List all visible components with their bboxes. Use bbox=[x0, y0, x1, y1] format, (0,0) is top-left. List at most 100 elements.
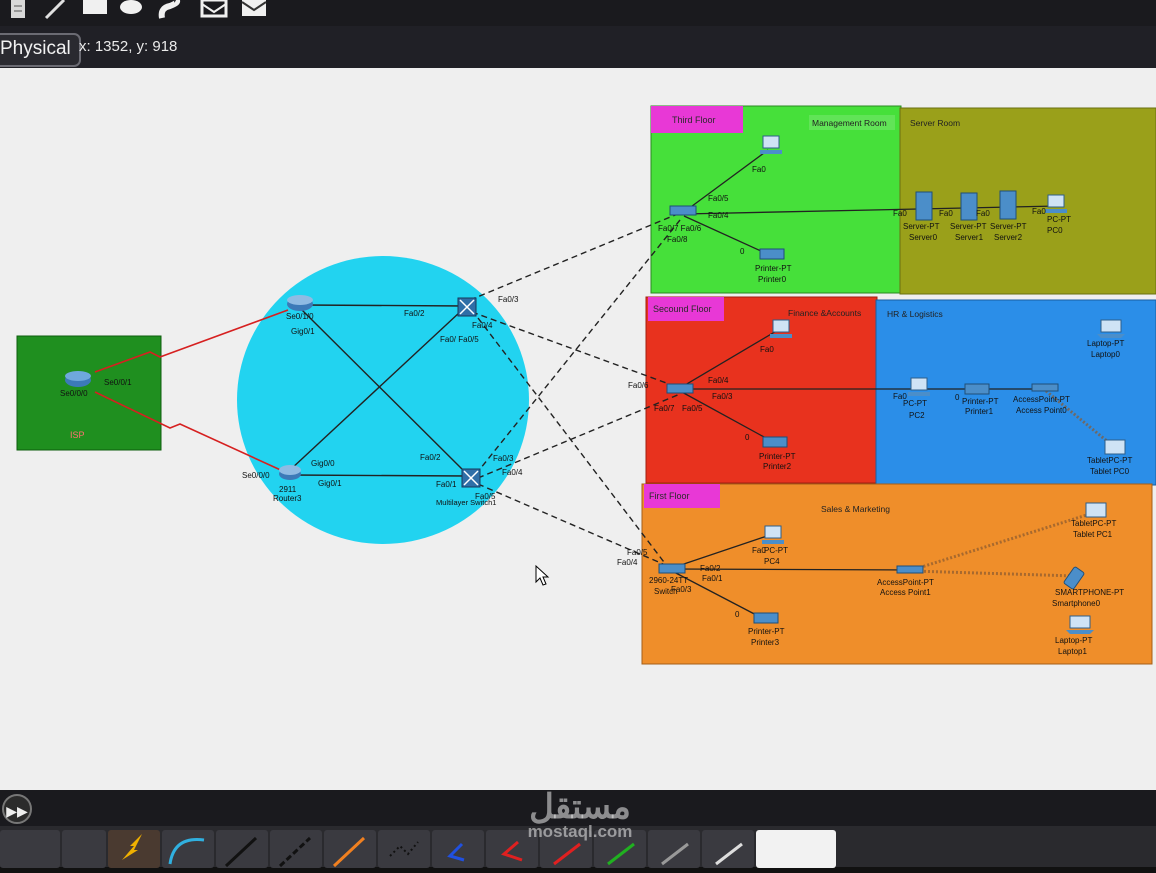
pc0-name-label: PC0 bbox=[1047, 226, 1063, 235]
port-label: 0 bbox=[955, 393, 960, 402]
printer1-name-label: Printer1 bbox=[965, 407, 994, 416]
port-label: Gig0/1 bbox=[318, 479, 342, 488]
port-label: Fa0/7 bbox=[654, 404, 675, 413]
hr-logistics-label: HR & Logistics bbox=[887, 309, 943, 319]
network-devices-category-icon[interactable] bbox=[62, 830, 106, 868]
pc3-icon[interactable] bbox=[770, 319, 792, 338]
cursor-coordinates: x: 1352, y: 918 bbox=[79, 38, 178, 55]
printer1-icon[interactable] bbox=[964, 383, 990, 395]
device-list-panel[interactable] bbox=[756, 830, 836, 868]
switch-first-floor-model: 2960-24TT bbox=[649, 576, 688, 585]
playback-bar: ▶▶ bbox=[0, 790, 1156, 826]
physical-mode-tab[interactable]: Physical bbox=[0, 33, 81, 67]
phone-cable-icon[interactable] bbox=[378, 830, 430, 868]
serial-dce-cable-icon[interactable] bbox=[432, 830, 484, 868]
switch-third-floor-icon[interactable] bbox=[669, 205, 697, 216]
switch-second-floor-icon[interactable] bbox=[666, 383, 694, 394]
pdu-icon[interactable] bbox=[240, 0, 268, 20]
printer3-icon[interactable] bbox=[753, 612, 779, 624]
router3-icon[interactable] bbox=[279, 465, 301, 480]
server2-model-label: Server-PT bbox=[990, 222, 1027, 231]
server0-icon[interactable] bbox=[915, 191, 933, 221]
router4-icon[interactable] bbox=[287, 295, 313, 311]
smartphone-name-label: Smartphone0 bbox=[1052, 599, 1101, 608]
rectangle-icon[interactable] bbox=[82, 0, 108, 20]
pc4-model-label: PC-PT bbox=[764, 546, 788, 555]
fast-forward-icon[interactable]: ▶▶ bbox=[2, 794, 32, 824]
second-floor-tag bbox=[648, 297, 724, 321]
pc2-model-label: PC-PT bbox=[903, 399, 927, 408]
port-label: Fa0/3 bbox=[671, 585, 692, 594]
isp-router-icon[interactable] bbox=[65, 371, 91, 387]
coaxial-cable-icon[interactable] bbox=[702, 830, 754, 868]
port-label: Fa0 bbox=[893, 209, 907, 218]
laptop1-icon[interactable] bbox=[1066, 615, 1094, 634]
watermark-arabic: مستقل bbox=[529, 788, 631, 826]
server2-name-label: Server2 bbox=[994, 233, 1023, 242]
auto-connection-icon[interactable] bbox=[108, 830, 160, 868]
workspace-canvas[interactable]: Third Floor Secound Floor First Floor Ma… bbox=[0, 68, 1156, 790]
note-icon[interactable] bbox=[8, 0, 28, 20]
port-label: Fa0/5 bbox=[475, 492, 496, 501]
octal-cable-icon[interactable] bbox=[540, 830, 592, 868]
management-room-label: Management Room bbox=[812, 118, 887, 128]
pc4-name-label: PC4 bbox=[764, 557, 780, 566]
printer0-model-label: Printer-PT bbox=[755, 264, 792, 273]
access-point1-icon[interactable] bbox=[896, 565, 924, 574]
mode-bar bbox=[0, 26, 1156, 68]
access-links bbox=[671, 149, 1059, 619]
server1-name-label: Server1 bbox=[955, 233, 984, 242]
pc2-name-label: PC2 bbox=[909, 411, 925, 420]
third-floor-tag bbox=[651, 106, 743, 133]
printer0-icon[interactable] bbox=[759, 248, 785, 260]
iot-cable-icon[interactable] bbox=[594, 830, 646, 868]
server1-icon[interactable] bbox=[960, 192, 978, 221]
port-label: Fa0/3 bbox=[493, 454, 514, 463]
switch-first-floor-name: Switch bbox=[654, 587, 678, 596]
server-room-label: Server Room bbox=[910, 118, 960, 128]
printer2-model-label: Printer-PT bbox=[759, 452, 796, 461]
printer1-model-label: Printer-PT bbox=[962, 397, 999, 406]
first-floor-label: First Floor bbox=[649, 491, 690, 501]
port-label: Gig0/1 bbox=[291, 327, 315, 336]
multilayer-switch1-icon[interactable] bbox=[461, 468, 481, 488]
third-floor-label: Third Floor bbox=[672, 115, 716, 125]
port-label: Fa0/5 bbox=[708, 194, 729, 203]
port-label: Fa0/1 bbox=[436, 480, 457, 489]
pc2-icon[interactable] bbox=[908, 377, 930, 396]
straight-through-cable-icon[interactable] bbox=[216, 830, 268, 868]
ellipse-icon[interactable] bbox=[118, 0, 144, 20]
router3-model-label: 2911 bbox=[279, 485, 297, 494]
access-point1-model-label: AccessPoint-PT bbox=[877, 578, 934, 587]
switch-first-floor-icon[interactable] bbox=[658, 563, 686, 574]
printer3-model-label: Printer-PT bbox=[748, 627, 785, 636]
laptop0-icon[interactable] bbox=[1097, 319, 1125, 338]
console-cable-icon[interactable] bbox=[162, 830, 214, 868]
inspect-icon[interactable] bbox=[200, 0, 228, 20]
server2-icon[interactable] bbox=[999, 190, 1017, 220]
pc1-icon[interactable] bbox=[760, 135, 782, 154]
freeform-icon[interactable] bbox=[158, 0, 182, 20]
pc0-icon[interactable] bbox=[1045, 194, 1067, 213]
crossover-cable-icon[interactable] bbox=[270, 830, 322, 868]
pencil-line-icon[interactable] bbox=[44, 0, 68, 20]
smartphone-icon[interactable] bbox=[1063, 566, 1085, 590]
usb-cable-icon[interactable] bbox=[648, 830, 700, 868]
tablet-pc1-icon[interactable] bbox=[1085, 502, 1107, 518]
port-label: Fa0 bbox=[1032, 207, 1046, 216]
end-devices-category-icon[interactable] bbox=[0, 830, 60, 868]
isp-area bbox=[16, 335, 162, 451]
port-label: 0 bbox=[745, 433, 750, 442]
tablet-pc1-name-label: Tablet PC1 bbox=[1073, 530, 1113, 539]
port-label: Fa0/2 bbox=[420, 453, 441, 462]
serial-dte-cable-icon[interactable] bbox=[486, 830, 538, 868]
fiber-cable-icon[interactable] bbox=[324, 830, 376, 868]
port-label: Fa0/2 bbox=[700, 564, 721, 573]
access-point0-icon[interactable] bbox=[1031, 383, 1059, 392]
pc4-icon[interactable] bbox=[762, 525, 784, 544]
multilayer-switch0-icon[interactable] bbox=[457, 297, 477, 317]
router3-name-label: Router3 bbox=[273, 494, 302, 503]
tablet-pc0-icon[interactable] bbox=[1104, 439, 1126, 455]
port-label: Se0/0/0 bbox=[60, 389, 88, 398]
printer2-icon[interactable] bbox=[762, 436, 788, 448]
